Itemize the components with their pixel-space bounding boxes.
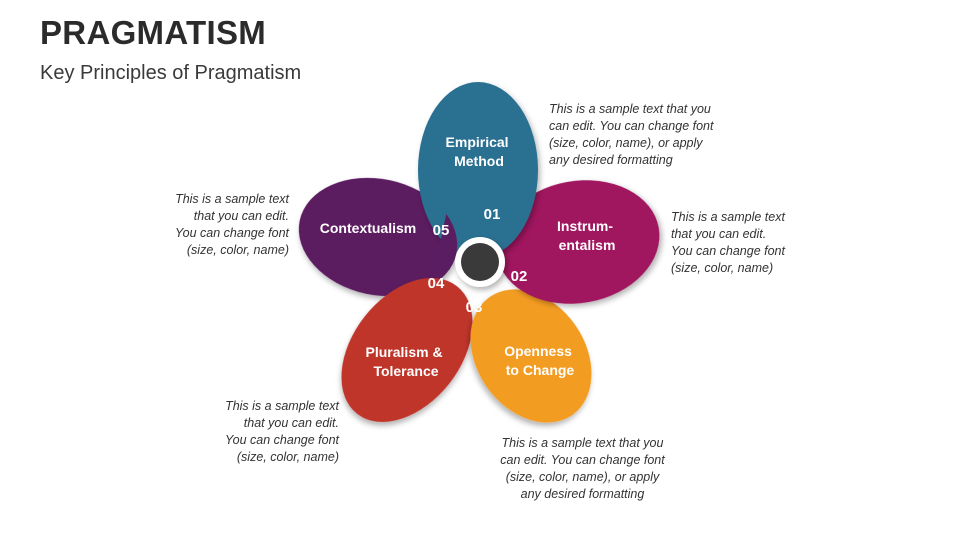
note-contextualism: This is a sample text that you can edit.… <box>175 192 289 257</box>
hub-circle <box>461 243 499 281</box>
petal-label-pluralism-tolerance: Pluralism & Tolerance <box>366 344 447 379</box>
petal-empirical-method <box>418 82 538 258</box>
petal-number-04: 04 <box>428 275 445 292</box>
page-title: PRAGMATISM <box>40 14 267 51</box>
petal-label-empirical-method: Empirical Method <box>446 134 513 169</box>
page-subtitle: Key Principles of Pragmatism <box>40 62 302 84</box>
petal-label-instrumentalism: Instrum- entalism <box>557 218 617 253</box>
petal-contextualism <box>298 177 458 297</box>
petal-number-03: 03 <box>466 299 483 316</box>
petal-number-05: 05 <box>433 222 450 239</box>
petal-instrumentalism <box>496 180 660 304</box>
note-instrumentalism: This is a sample text that you can edit.… <box>671 210 785 275</box>
petal-openness-to-change <box>470 289 592 423</box>
note-openness-to-change: This is a sample text that you can edit.… <box>500 436 665 501</box>
petal-label-openness-to-change: Openness to Change <box>504 343 576 378</box>
petal-label-contextualism: Contextualism <box>320 220 416 236</box>
petal-pluralism-tolerance <box>341 278 473 422</box>
petal-number-02: 02 <box>511 268 528 285</box>
note-pluralism-tolerance: This is a sample text that you can edit.… <box>225 399 339 464</box>
petal-number-01: 01 <box>484 206 501 223</box>
note-empirical-method: This is a sample text that you can edit.… <box>549 102 714 167</box>
